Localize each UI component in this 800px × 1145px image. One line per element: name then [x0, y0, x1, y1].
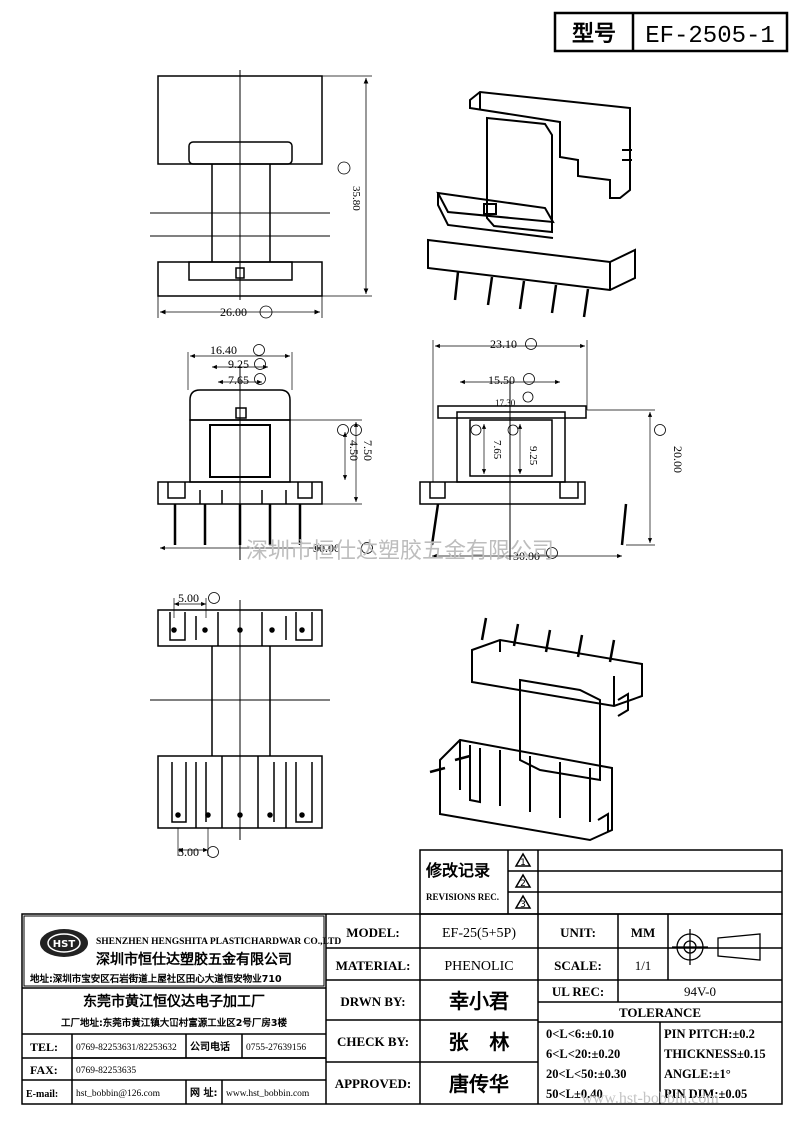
- ul-label: UL REC:: [552, 984, 604, 999]
- revisions-title-en: REVISIONS REC.: [426, 892, 499, 902]
- angle: ANGLE:±1°: [664, 1067, 731, 1081]
- approved-label: APPROVED:: [335, 1076, 412, 1091]
- scale-label: SCALE:: [554, 958, 602, 973]
- logo-text: HST: [53, 939, 76, 950]
- email-label: E-mail:: [26, 1089, 58, 1100]
- side-view: [419, 340, 655, 560]
- dim-o: 9.25: [527, 446, 539, 466]
- dim-b: 26.00: [220, 305, 247, 319]
- company-name-en: SHENZHEN HENGSHITA PLASTICHARDWAR CO.,LT…: [96, 937, 341, 947]
- tolerance-label: TOLERANCE: [619, 1005, 701, 1020]
- email-value: hst_bobbin@126.com: [76, 1089, 161, 1099]
- pin-pitch: PIN PITCH:±0.2: [664, 1027, 755, 1041]
- model-box-label: 型号: [572, 22, 616, 47]
- projection-symbol-icon: [672, 929, 761, 965]
- unit-label: UNIT:: [560, 925, 596, 940]
- watermark-url: www.hst-bobbin.com: [581, 1090, 719, 1107]
- dim-a: 35.80: [350, 186, 362, 211]
- drawn-value: 幸小君: [449, 989, 509, 1013]
- tel-value: 0769-82253631/82253632: [76, 1043, 177, 1053]
- dim-b-marker: [259, 305, 273, 319]
- dim-c-marker: [253, 344, 265, 356]
- revisions-table: [419, 849, 783, 915]
- model-box-value: EF-2505-1: [645, 23, 775, 50]
- model-value: EF-25(5+5P): [442, 926, 516, 941]
- dim-m-marker: [523, 373, 535, 385]
- dim-l: 17.30: [495, 398, 516, 408]
- ul-value: 94V-0: [684, 984, 716, 999]
- tol-row-4: 50<L±0.40: [546, 1087, 603, 1101]
- revision-1: 1: [520, 858, 526, 868]
- dim-k: 23.10: [490, 337, 517, 351]
- dim-j: 30.00: [513, 549, 540, 563]
- revisions-title-cn: 修改记录: [425, 861, 490, 880]
- iso-view-top: [427, 90, 636, 318]
- model-box: 型号 EF-2505-1: [553, 11, 789, 53]
- dim-m: 15.50: [488, 373, 515, 387]
- dim-o-marker: [507, 424, 519, 436]
- dim-s-marker: [208, 592, 220, 604]
- top-view: [150, 70, 372, 318]
- bottom-view: [150, 598, 330, 856]
- material-value: PHENOLIC: [444, 959, 513, 974]
- dim-i-marker: [350, 424, 362, 436]
- dim-p: 20.00: [671, 446, 685, 473]
- check-value: 张 林: [449, 1030, 510, 1054]
- thickness: THICKNESS±0.15: [664, 1047, 766, 1061]
- dim-q-marker: [361, 542, 373, 554]
- dim-c: 16.40: [210, 343, 237, 357]
- company-address: 地址:深圳市宝安区石岩街道上屋社区田心大道恒安物业710: [30, 973, 282, 985]
- company-tel-label: 公司电话: [190, 1040, 230, 1053]
- check-label: CHECK BY:: [337, 1034, 409, 1049]
- fax-value: 0769-82253635: [76, 1066, 136, 1076]
- tol-row-2: 6<L<20:±0.20: [546, 1047, 620, 1061]
- tol-row-1: 0<L<6:±0.10: [546, 1027, 614, 1041]
- company-logo: HST: [40, 929, 88, 957]
- revision-2: 2: [520, 879, 526, 889]
- dim-a-marker: [337, 161, 351, 175]
- dim-h-marker: [337, 424, 349, 436]
- web-label: 网 址:: [190, 1086, 217, 1099]
- factory-address: 工厂地址:东莞市黄江镇大冚村富源工业区2号厂房3楼: [61, 1017, 288, 1029]
- dim-k-marker: [525, 338, 537, 350]
- dim-p-marker: [654, 424, 666, 436]
- title-block: [21, 913, 783, 1105]
- dim-e-marker: [254, 373, 266, 385]
- dim-h: 7.50: [361, 440, 375, 461]
- unit-value: MM: [631, 925, 656, 940]
- dim-d-marker: [254, 358, 266, 370]
- watermark-text: 深圳市恒仕达塑胶五金有限公司: [246, 539, 554, 564]
- company-tel-value: 0755-27639156: [246, 1043, 306, 1053]
- dim-d: 9.25: [228, 357, 249, 371]
- dim-e: 7.65: [228, 373, 249, 387]
- dim-i: 4.50: [347, 440, 361, 461]
- model-label: MODEL:: [346, 925, 399, 940]
- approved-value: 唐传华: [449, 1072, 509, 1096]
- dim-n-marker: [470, 424, 482, 436]
- drawn-label: DRWN BY:: [340, 994, 405, 1009]
- tol-row-3: 20<L<50:±0.30: [546, 1067, 626, 1081]
- dim-n: 7.65: [491, 440, 503, 460]
- factory-name: 东莞市黄江恒仪达电子加工厂: [83, 993, 265, 1010]
- tel-label: TEL:: [30, 1040, 58, 1054]
- web-value: www.hst_bobbin.com: [226, 1089, 310, 1099]
- revision-3: 3: [520, 900, 526, 910]
- dim-s: 5.00: [178, 591, 199, 605]
- dim-q: 30.00: [313, 541, 340, 555]
- dim-l-marker: [522, 391, 534, 403]
- dim-v-marker: [207, 846, 219, 858]
- dim-j-marker: [546, 547, 558, 559]
- iso-view-bottom: [429, 617, 643, 842]
- front-view: [157, 352, 362, 560]
- dim-v: 5.00: [178, 845, 199, 859]
- material-label: MATERIAL:: [336, 958, 411, 973]
- fax-label: FAX:: [30, 1063, 58, 1077]
- company-name-cn: 深圳市恒仕达塑胶五金有限公司: [96, 951, 292, 968]
- pin-dim: PIN DIM:±0.05: [664, 1087, 747, 1101]
- scale-value: 1/1: [635, 958, 652, 973]
